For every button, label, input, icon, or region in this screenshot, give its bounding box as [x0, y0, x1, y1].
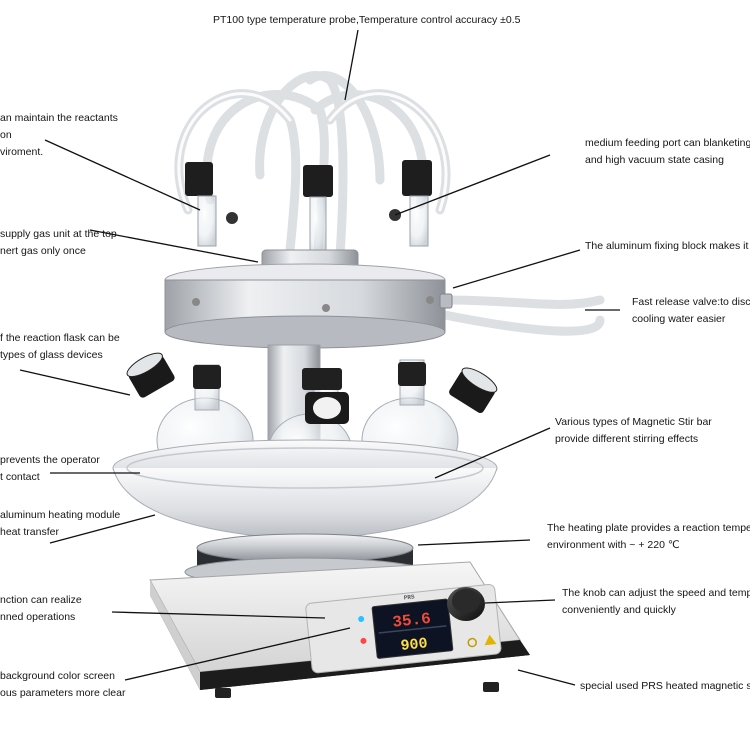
annotation-line: Various types of Magnetic Stir bar [555, 416, 712, 428]
annotation-line: aluminum heating module [0, 509, 121, 521]
aluminum-fixing-block [164, 263, 453, 349]
annotation-probe: PT100 type temperature probe,Temperature… [213, 12, 521, 29]
annotation-line: The heating plate provides a reaction te… [547, 522, 750, 534]
annotation-feeding-port: medium feeding port can blanketing and h… [585, 135, 750, 169]
aluminum-heating-module [112, 439, 498, 541]
annotation-line: an maintain the reactants [0, 112, 118, 124]
annotation-line: t contact [0, 471, 40, 483]
annotation-line: cooling water easier [632, 313, 726, 325]
control-knob [447, 587, 485, 621]
annotation-fixing-block: The aluminum fixing block makes it [585, 238, 748, 255]
annotation-line: The aluminum fixing block makes it [585, 240, 749, 252]
annotation-line: ous parameters more clear [0, 687, 126, 699]
annotation-line: supply gas unit at the top [0, 228, 117, 240]
annotation-line: and high vacuum state casing [585, 154, 724, 166]
annotation-line: f the reaction flask can be [0, 332, 120, 344]
annotation-knob: The knob can adjust the speed and tempe … [562, 585, 750, 619]
annotation-line: conveniently and quickly [562, 604, 676, 616]
annotation-line: special used PRS heated magnetic stir [580, 680, 750, 692]
feeding-ports [185, 160, 432, 258]
annotation-line: nert gas only once [0, 245, 86, 257]
annotation-screen: background color screen ous parameters m… [0, 668, 125, 702]
annotation-line: environment with ~ + 220 ℃ [547, 539, 680, 551]
annotation-line: viroment. [0, 146, 44, 158]
annotation-line: PT100 type temperature probe,Temperature… [213, 14, 521, 26]
annotation-stirrer: special used PRS heated magnetic stir [580, 678, 750, 695]
annotation-gas-supply: supply gas unit at the top nert gas only… [0, 226, 117, 260]
panel-brand: PRS [403, 593, 415, 601]
annotation-line: nction can realize [0, 594, 82, 606]
annotation-line: nned operations [0, 611, 76, 623]
annotation-line: medium feeding port can blanketing [585, 137, 750, 149]
annotation-operator: prevents the operator t contact [0, 452, 100, 486]
annotation-line: The knob can adjust the speed and tempe [562, 587, 750, 599]
annotation-line: heat transfer [0, 526, 59, 538]
annotation-stir-bar: Various types of Magnetic Stir bar provi… [555, 414, 712, 448]
annotation-heating-module: aluminum heating module heat transfer [0, 507, 120, 541]
annotation-line: provide different stirring effects [555, 433, 699, 445]
annotation-line: Fast release valve:to disco [632, 296, 750, 308]
annotation-line: prevents the operator [0, 454, 100, 466]
leader-lines [19, 29, 620, 686]
annotation-line: background color screen [0, 670, 115, 682]
annotation-release-valve: Fast release valve:to disco cooling wate… [632, 294, 750, 328]
display-bottom-value: 900 [400, 635, 429, 655]
annotation-function: nction can realize nned operations [0, 592, 82, 626]
annotation-line: on [0, 129, 12, 141]
display-top-value: 35.6 [392, 610, 432, 632]
annotation-line: types of glass devices [0, 349, 103, 361]
annotation-heating-plate: The heating plate provides a reaction te… [547, 520, 750, 554]
annotation-reactants: an maintain the reactants on viroment. [0, 110, 118, 161]
annotation-flask: f the reaction flask can be types of gla… [0, 330, 120, 364]
